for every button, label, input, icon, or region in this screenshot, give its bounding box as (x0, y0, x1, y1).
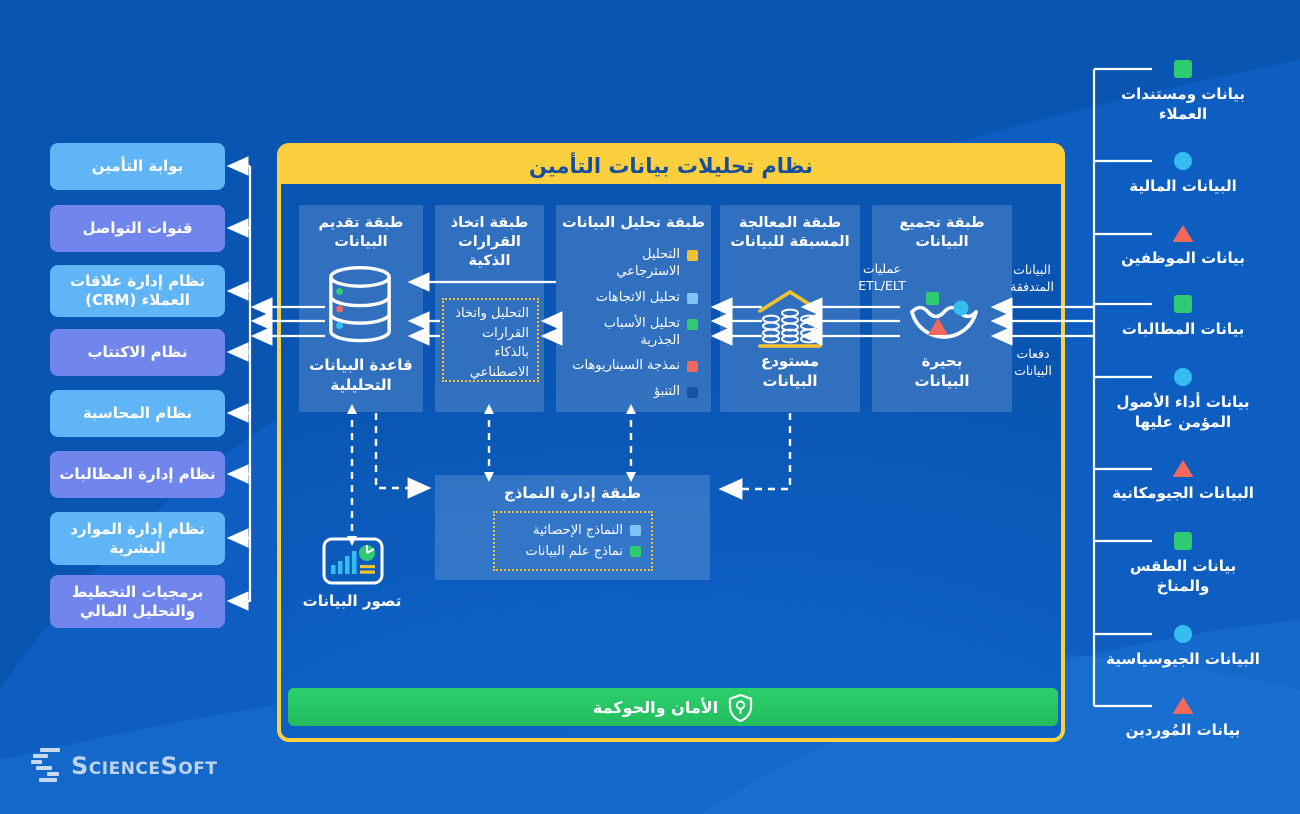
bullet-square-icon (630, 525, 641, 536)
analytical-database-caption: قاعدة البيانات التحليلية (309, 356, 413, 394)
model-item-label: نماذج علم البيانات (525, 544, 623, 559)
square-icon (1174, 60, 1192, 78)
source-label: البيانات المالية (1129, 177, 1237, 195)
system-insurance-portal: بوابة التأمين (50, 143, 225, 190)
data-lake-caption: بحيرة البيانات (914, 352, 970, 390)
layer-data-collection: طبقة تجميع البيانات (872, 205, 1012, 412)
analysis-item-label: تحليل الاتجاهات (595, 289, 680, 305)
source-weather-climate-data: بيانات الطقس والمناخ (1103, 532, 1263, 596)
triangle-icon (1172, 460, 1194, 477)
system-claims-management: نظام إدارة المطالبات (50, 451, 225, 498)
sciencesoft-logo: ScienceSoft (30, 748, 217, 784)
sciencesoft-logo-text: ScienceSoft (71, 752, 218, 780)
source-label: بيانات ومستندات العملاء (1121, 85, 1245, 123)
layer-data-preprocessing: طبقة المعالجة المسبقة للبيانات (720, 205, 860, 412)
system-hr-management: نظام إدارة الموارد البشرية (50, 512, 225, 565)
layer-smart-decision: طبقة اتخاذ القرارات الذكية (435, 205, 544, 412)
source-insured-assets-data: بيانات أداء الأصول المؤمن عليها (1103, 368, 1263, 432)
source-label: بيانات المُوردين (1125, 721, 1241, 739)
system-crm: نظام إدارة علاقات العملاء (CRM) (50, 265, 225, 317)
analysis-item: نمذجة السيناريوهات (557, 358, 710, 375)
model-item-label: النماذج الإحصائية (532, 523, 623, 538)
circle-icon (1174, 368, 1192, 386)
system-title: نظام تحليلات بيانات التأمين (281, 147, 1061, 184)
source-label: البيانات الجيومكانية (1112, 484, 1254, 502)
layer-data-analysis: طبقة تحليل البيانات (556, 205, 711, 412)
data-visualization-icon (322, 537, 384, 585)
analysis-item: التنبؤ (557, 384, 710, 401)
layer-model-management: طبقة إدارة النماذج النماذج الإحصائية نما… (435, 475, 710, 580)
data-warehouse-caption: مستودع البيانات (760, 352, 820, 390)
model-layer-title: طبقة إدارة النماذج (503, 484, 642, 502)
analysis-item-label: نمذجة السيناريوهات (572, 358, 680, 374)
square-icon (1174, 295, 1192, 313)
layer-data-presentation: طبقة تقديم البيانات (299, 205, 423, 412)
source-financial-data: البيانات المالية (1103, 152, 1263, 197)
triangle-icon (1172, 225, 1194, 242)
source-label: البيانات الجيوسياسية (1106, 650, 1260, 668)
system-accounting: نظام المحاسبة (50, 390, 225, 437)
sciencesoft-logo-icon (31, 748, 60, 782)
data-visualization-caption: تصور البيانات (302, 592, 402, 610)
layer-title: طبقة اتخاذ القرارات الذكية (450, 215, 529, 269)
layer-title: طبقة المعالجة المسبقة للبيانات (730, 215, 850, 250)
security-governance-label: الأمان والحوكمة (592, 697, 719, 717)
source-label: بيانات الموظفين (1121, 249, 1245, 267)
analysis-item-label: التحليل الاسترجاعي (616, 247, 680, 279)
system-fpa-software: برمجيات التخطيط والتحليل المالي (50, 575, 225, 628)
ai-decision-box: التحليل واتخاذ القرارات بالذكاء الاصطناع… (442, 298, 539, 382)
model-item: نماذج علم البيانات (495, 544, 641, 559)
analysis-item: تحليل الأسباب الجذرية (557, 316, 710, 350)
data-lake-icon (910, 292, 978, 339)
layer-title: طبقة تجميع البيانات (899, 215, 985, 250)
analysis-item: تحليل الاتجاهات (557, 290, 710, 307)
square-icon (1174, 532, 1192, 550)
model-items-box: النماذج الإحصائية نماذج علم البيانات (493, 511, 653, 571)
source-label: بيانات المطالبات (1121, 320, 1245, 338)
triangle-icon (1172, 697, 1194, 714)
source-claims-data: بيانات المطالبات (1103, 295, 1263, 340)
system-underwriting: نظام الاكتتاب (50, 329, 225, 376)
circle-icon (1174, 152, 1192, 170)
shield-icon (729, 693, 753, 722)
source-employee-data: بيانات الموظفين (1103, 225, 1263, 269)
etl-flow-label: عمليات ETL/ELT (858, 261, 906, 293)
security-governance-bar: الأمان والحوكمة (288, 688, 1058, 726)
bullet-square-icon (687, 318, 698, 330)
source-customer-data: بيانات ومستندات العملاء (1103, 60, 1263, 124)
model-item: النماذج الإحصائية (495, 523, 641, 538)
bullet-square-icon (687, 292, 698, 304)
analytical-database-icon (329, 265, 391, 343)
bullet-square-icon (687, 387, 698, 399)
analysis-items: التحليل الاسترجاعي تحليل الاتجاهات تحليل… (557, 247, 710, 410)
system-communication-channels: قنوات التواصل (50, 205, 225, 252)
batch-data-label: دفعات البيانات (1014, 346, 1052, 378)
source-geospatial-data: البيانات الجيومكانية (1103, 460, 1263, 504)
bullet-square-icon (687, 361, 698, 373)
streaming-data-label: البيانات المتدفقة (1010, 262, 1054, 294)
circle-icon (1174, 625, 1192, 643)
layer-title: طبقة تحليل البيانات (562, 215, 705, 231)
bullet-square-icon (687, 250, 698, 261)
bullet-square-icon (630, 546, 641, 557)
source-label: بيانات الطقس والمناخ (1129, 557, 1237, 595)
source-supplier-data: بيانات المُوردين (1103, 697, 1263, 741)
data-warehouse-icon (758, 290, 822, 348)
analysis-item-label: التنبؤ (653, 384, 680, 400)
layer-title: طبقة تقديم البيانات (318, 215, 404, 250)
analysis-item-label: تحليل الأسباب الجذرية (603, 315, 680, 348)
source-geopolitical-data: البيانات الجيوسياسية (1103, 625, 1263, 670)
source-label: بيانات أداء الأصول المؤمن عليها (1116, 393, 1250, 431)
analysis-item: التحليل الاسترجاعي (557, 247, 710, 281)
